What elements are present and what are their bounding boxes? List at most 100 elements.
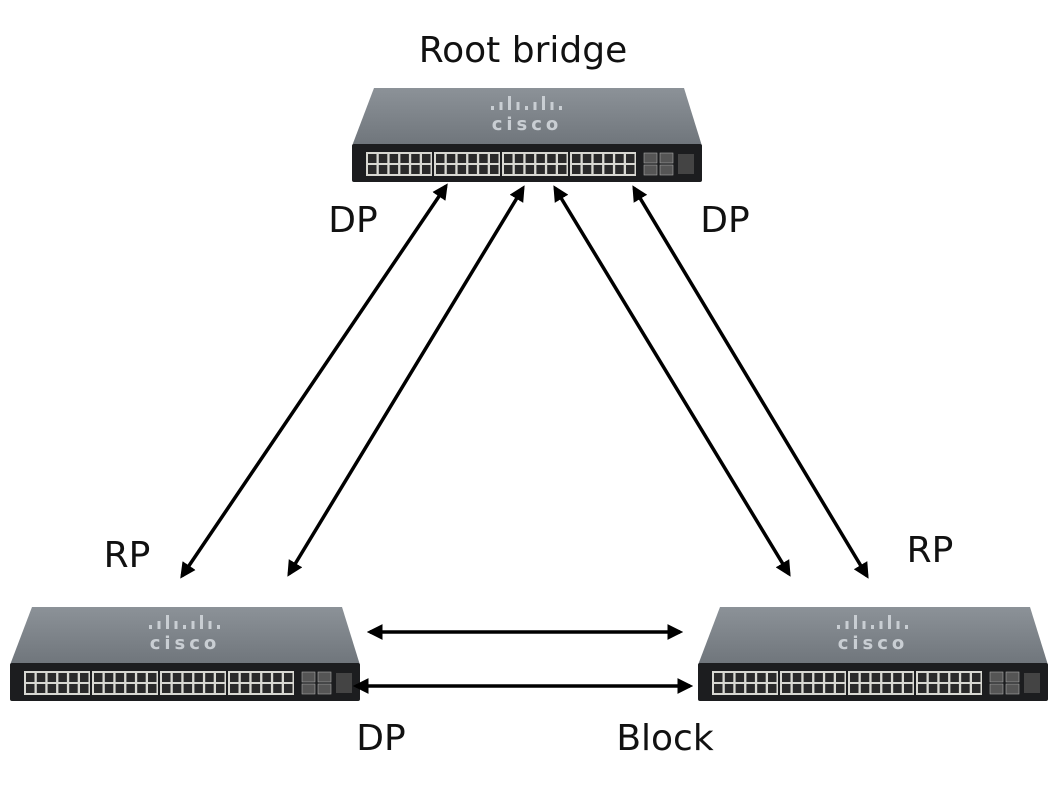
ethernet-port xyxy=(825,684,834,693)
ethernet-port xyxy=(251,684,261,693)
ethernet-port xyxy=(714,684,723,693)
ethernet-port xyxy=(757,684,766,693)
ethernet-port xyxy=(457,165,467,174)
ethernet-port xyxy=(882,684,891,693)
ethernet-port xyxy=(746,673,755,682)
port-block xyxy=(24,671,352,695)
svg-text:cisco: cisco xyxy=(838,633,909,654)
ethernet-port xyxy=(378,154,388,163)
ethernet-port xyxy=(724,684,734,693)
ethernet-port xyxy=(194,673,203,682)
uplink-port xyxy=(301,683,316,695)
ethernet-port xyxy=(368,154,377,163)
ethernet-port xyxy=(972,673,981,682)
label-left-rp: RP xyxy=(104,535,151,576)
ethernet-port xyxy=(436,165,445,174)
left-switch: cisco xyxy=(10,607,360,701)
svg-text:cisco: cisco xyxy=(150,633,221,654)
ethernet-port xyxy=(26,673,35,682)
ethernet-port xyxy=(490,154,499,163)
ethernet-port xyxy=(80,684,89,693)
ethernet-port xyxy=(757,673,766,682)
ethernet-port xyxy=(572,165,581,174)
uplink-port xyxy=(989,683,1004,695)
ethernet-port xyxy=(251,673,261,682)
ethernet-port xyxy=(514,154,524,163)
ethernet-port xyxy=(230,684,239,693)
port-block xyxy=(712,671,1040,695)
ethernet-port xyxy=(860,684,870,693)
ethernet-port xyxy=(183,684,193,693)
ethernet-port xyxy=(525,154,535,163)
ethernet-port xyxy=(80,673,89,682)
ethernet-port xyxy=(126,684,135,693)
ethernet-port xyxy=(572,154,581,163)
ethernet-port xyxy=(205,684,214,693)
ethernet-port xyxy=(928,684,938,693)
ethernet-port xyxy=(94,684,103,693)
ethernet-port xyxy=(918,684,927,693)
ethernet-port xyxy=(871,684,881,693)
ethernet-port xyxy=(457,154,467,163)
ethernet-port xyxy=(615,154,624,163)
ethernet-port xyxy=(58,673,67,682)
ethernet-port xyxy=(547,165,556,174)
ethernet-port xyxy=(400,165,409,174)
ethernet-port xyxy=(536,154,545,163)
ethernet-port xyxy=(615,165,624,174)
ethernet-port xyxy=(400,154,409,163)
right-switch: cisco xyxy=(698,607,1048,701)
ethernet-port xyxy=(782,673,791,682)
uplink-port xyxy=(989,671,1004,683)
ethernet-port xyxy=(961,684,970,693)
ethernet-port xyxy=(882,673,891,682)
ethernet-port xyxy=(69,684,78,693)
ethernet-port xyxy=(836,673,845,682)
ethernet-port xyxy=(893,673,902,682)
sfp-port xyxy=(336,673,352,693)
ethernet-port xyxy=(479,154,488,163)
root-bridge-switch: cisco xyxy=(352,88,702,182)
ethernet-port xyxy=(115,673,125,682)
ethernet-port xyxy=(479,165,488,174)
ethernet-port xyxy=(803,673,813,682)
ethernet-port xyxy=(825,673,834,682)
ethernet-port xyxy=(547,154,556,163)
uplink-port xyxy=(659,152,674,164)
ethernet-port xyxy=(746,684,755,693)
switch-top-panel xyxy=(698,607,1048,665)
label-left-dp: DP xyxy=(356,718,405,759)
ethernet-port xyxy=(104,684,114,693)
sfp-port xyxy=(1024,673,1040,693)
uplink-port xyxy=(317,683,332,695)
ethernet-port xyxy=(422,165,431,174)
link-root-left-2 xyxy=(287,185,525,577)
ethernet-port xyxy=(514,165,524,174)
ethernet-port xyxy=(216,684,225,693)
ethernet-port xyxy=(172,673,182,682)
ethernet-port xyxy=(194,684,203,693)
ethernet-port xyxy=(803,684,813,693)
label-right-block: Block xyxy=(616,718,714,759)
ethernet-port xyxy=(604,165,613,174)
ethernet-port xyxy=(446,154,456,163)
ethernet-port xyxy=(26,684,35,693)
ethernet-port xyxy=(58,684,67,693)
ethernet-port xyxy=(604,154,613,163)
port-block xyxy=(366,152,694,176)
ethernet-port xyxy=(273,684,282,693)
ethernet-port xyxy=(284,684,293,693)
cisco-logo: cisco xyxy=(149,615,220,654)
ethernet-port xyxy=(273,673,282,682)
ethernet-port xyxy=(814,684,823,693)
ethernet-port xyxy=(172,684,182,693)
uplink-port xyxy=(643,152,658,164)
ethernet-port xyxy=(626,154,635,163)
ethernet-port xyxy=(262,673,271,682)
ethernet-port xyxy=(137,684,146,693)
label-root-dp-right: DP xyxy=(700,200,749,241)
uplink-port xyxy=(1005,683,1020,695)
ethernet-port xyxy=(939,673,949,682)
ethernet-port xyxy=(183,673,193,682)
ethernet-port xyxy=(724,673,734,682)
